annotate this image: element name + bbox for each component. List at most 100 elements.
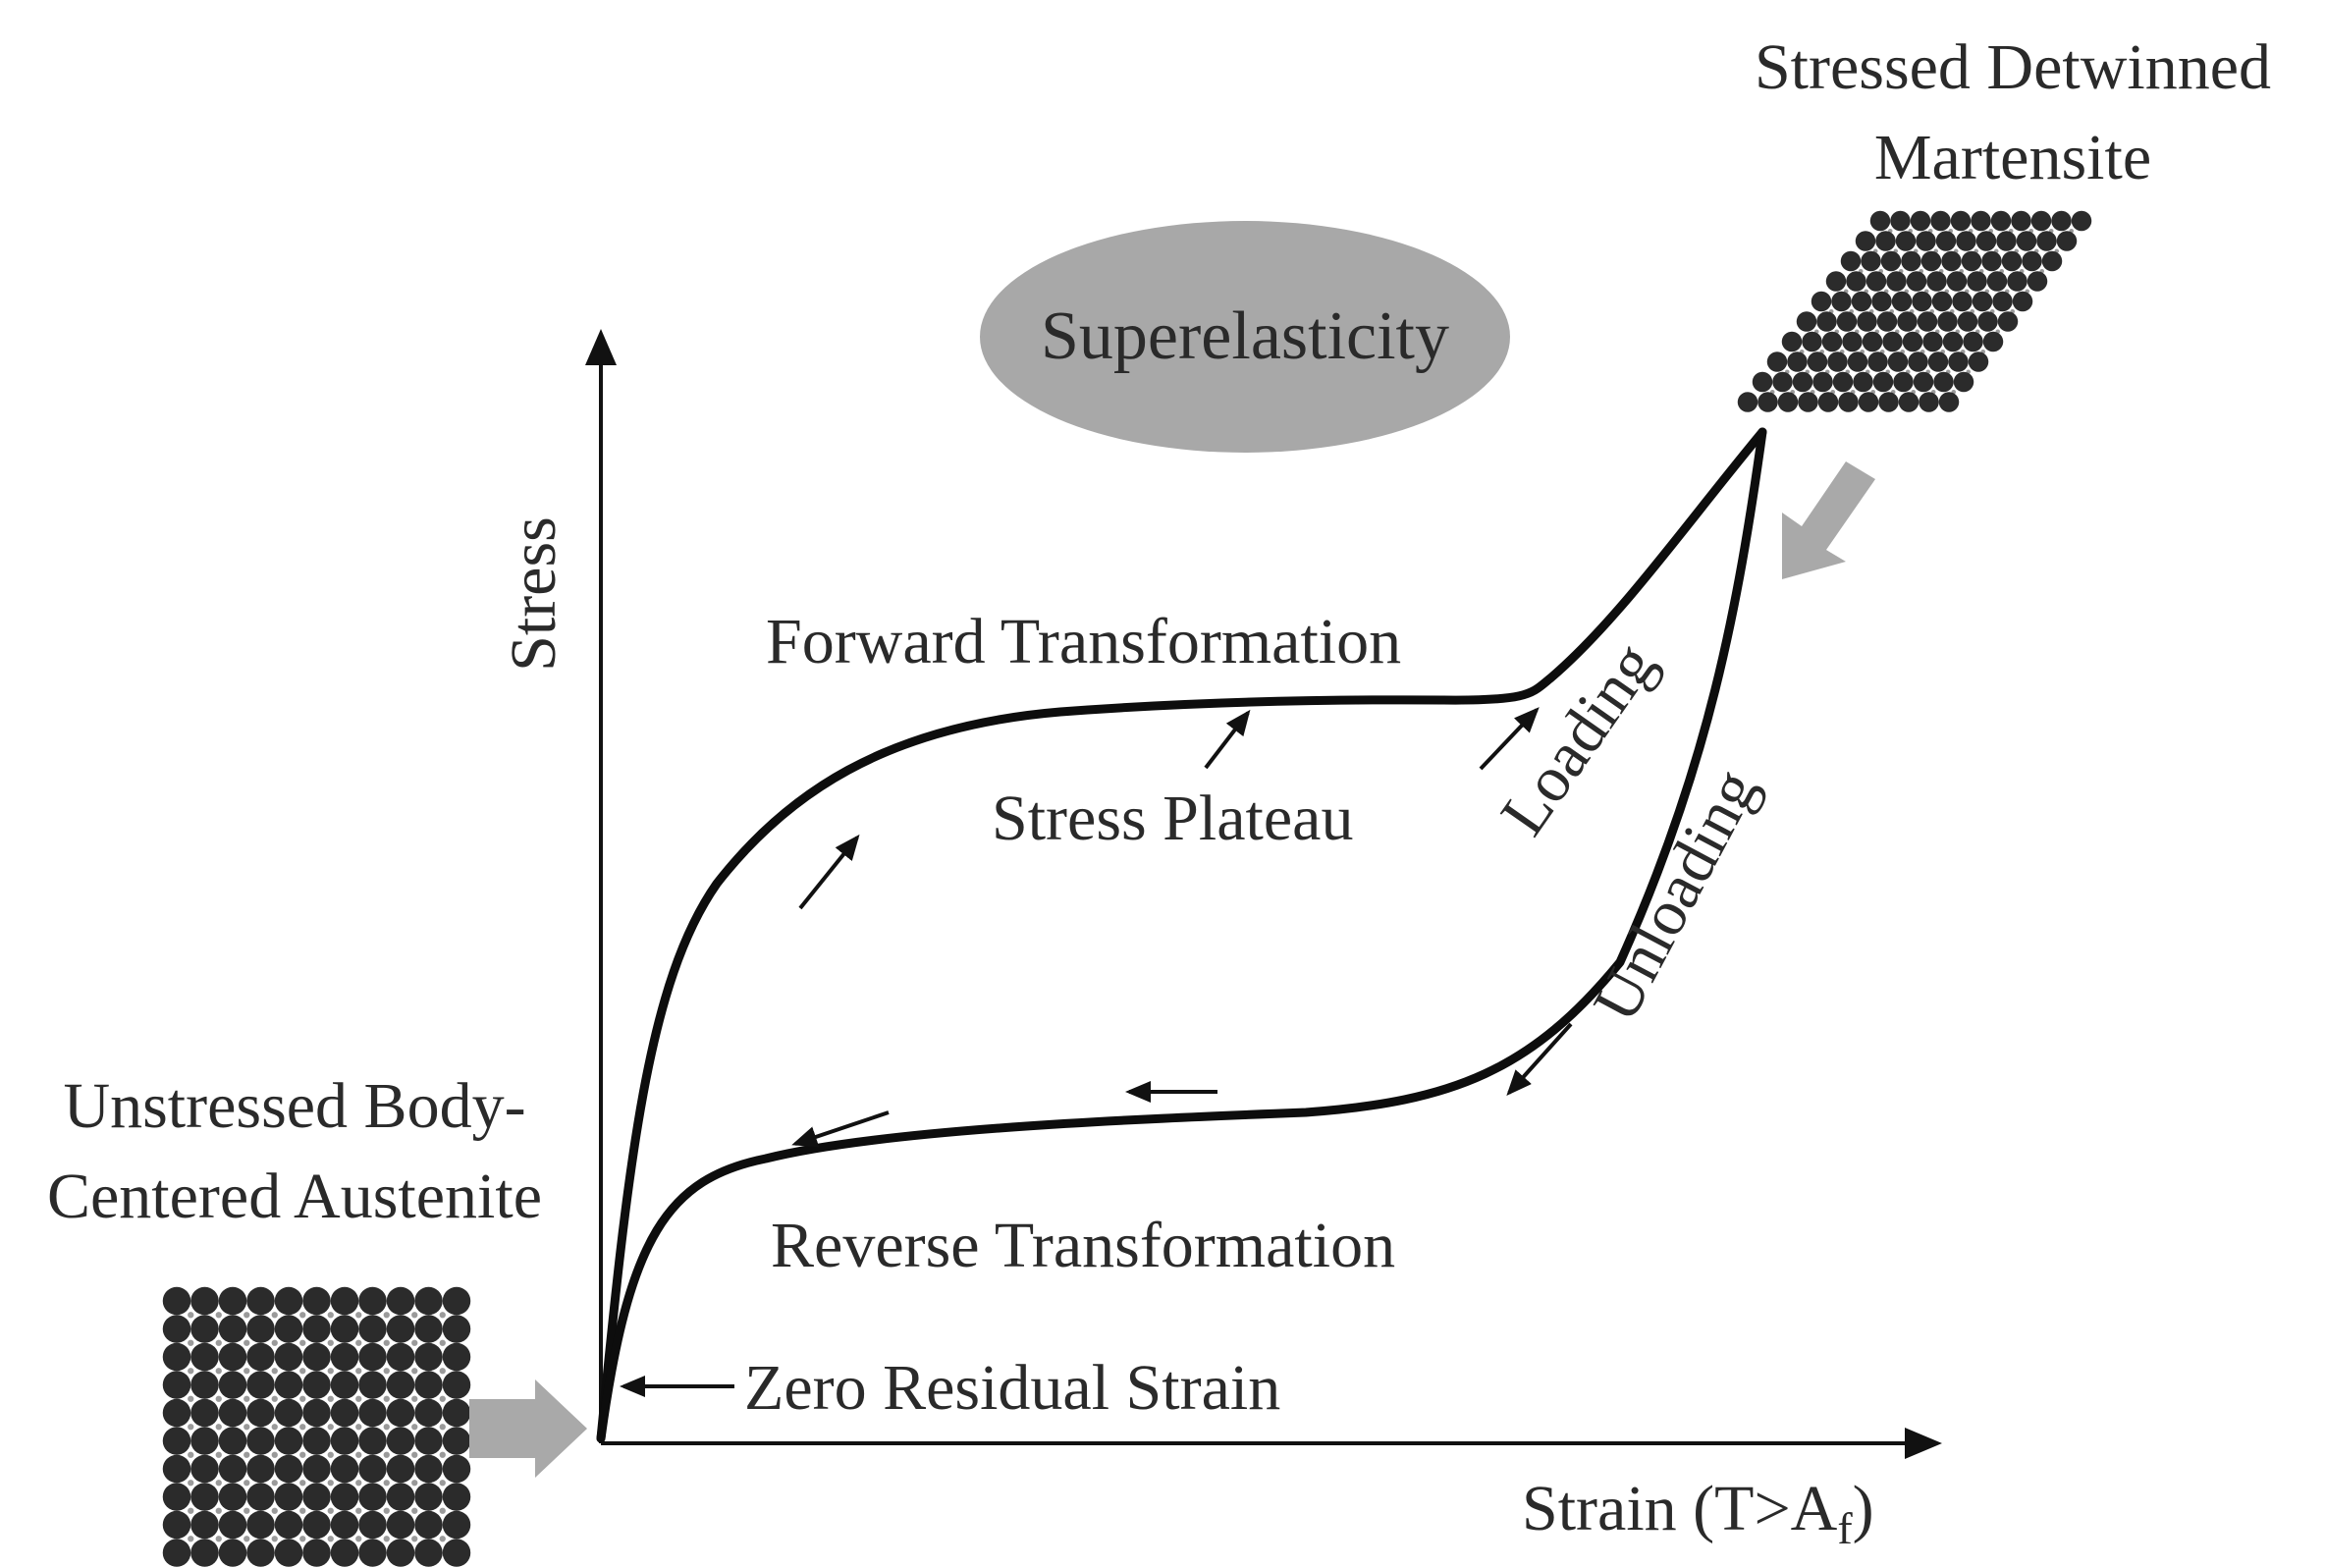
atom <box>302 1286 331 1316</box>
atom <box>2022 250 2042 272</box>
atom <box>274 1427 303 1455</box>
atom <box>302 1427 331 1455</box>
square-atom-lattice-icon <box>162 1286 471 1567</box>
atom <box>2051 210 2072 232</box>
atom <box>386 1454 415 1484</box>
atom <box>1942 331 1964 352</box>
atom <box>442 1286 471 1316</box>
atom <box>1846 271 1866 292</box>
atom <box>162 1427 191 1455</box>
atom <box>1853 371 1873 393</box>
atom <box>190 1427 219 1455</box>
atom <box>1802 331 1822 352</box>
atom <box>330 1398 359 1428</box>
atom <box>190 1539 219 1567</box>
atom <box>190 1483 219 1511</box>
atom <box>1935 231 1957 251</box>
atom <box>1898 392 1919 412</box>
atom <box>1840 250 1862 272</box>
atom <box>1886 271 1907 292</box>
atom <box>246 1315 275 1343</box>
interstitial-dot <box>411 1312 418 1319</box>
atom <box>2036 231 2057 251</box>
atom <box>1796 311 1817 332</box>
reverse-lower-direction-arrow-icon <box>791 1110 890 1148</box>
atom <box>246 1454 275 1484</box>
interstitial-dot <box>383 1536 390 1542</box>
atom <box>1752 371 1773 393</box>
atom <box>246 1539 275 1567</box>
atom <box>1832 371 1854 393</box>
atom <box>442 1342 471 1372</box>
atom <box>1766 351 1788 372</box>
atom <box>1967 271 1987 292</box>
interstitial-dot <box>299 1368 306 1375</box>
interstitial-dot <box>215 1395 222 1402</box>
atom <box>1772 371 1793 393</box>
interstitial-dot <box>215 1536 222 1542</box>
austenite-label-line1: Unstressed Body- <box>63 1070 525 1142</box>
atom <box>1836 311 1858 332</box>
atom <box>1950 210 1972 232</box>
atom <box>1882 331 1903 352</box>
atom <box>330 1510 359 1540</box>
atom <box>386 1539 415 1567</box>
atom <box>1941 250 1962 272</box>
interstitial-dot <box>355 1339 362 1346</box>
martensite-label-line2: Martensite <box>1874 122 2151 193</box>
atom <box>1895 231 1917 251</box>
interstitial-dot <box>243 1507 250 1514</box>
atom <box>162 1483 191 1511</box>
atom <box>2001 250 2023 272</box>
atom <box>330 1286 359 1316</box>
loading-label: Loading <box>1487 630 1669 848</box>
atom <box>1890 210 1911 232</box>
unloading-label: Unloading <box>1580 758 1771 1033</box>
hysteresis-loop <box>596 427 1767 1443</box>
atom <box>246 1510 275 1540</box>
interstitial-dot <box>411 1424 418 1431</box>
atom <box>386 1342 415 1372</box>
atom <box>330 1483 359 1511</box>
atom <box>1878 392 1899 412</box>
atom <box>1891 291 1913 312</box>
atom <box>1977 311 1998 332</box>
atom <box>1982 331 2004 352</box>
interstitial-dot <box>327 1536 334 1542</box>
interstitial-dot <box>411 1368 418 1375</box>
loading-direction-arrow-icon <box>798 834 860 910</box>
interstitial-dot <box>327 1395 334 1402</box>
sheared-atom-lattice-icon <box>1737 210 2092 412</box>
atom <box>414 1454 443 1484</box>
atom <box>218 1342 247 1372</box>
atom <box>330 1315 359 1343</box>
interstitial-dot <box>411 1480 418 1487</box>
interstitial-dot <box>271 1339 278 1346</box>
interstitial-dot <box>271 1312 278 1319</box>
atom <box>442 1510 471 1540</box>
atom <box>1933 371 1954 393</box>
curve-annotations: Forward Transformation Stress Plateau Lo… <box>744 606 1771 1424</box>
atom <box>274 1483 303 1511</box>
atom <box>218 1398 247 1428</box>
atom <box>218 1454 247 1484</box>
interstitial-dot <box>188 1368 194 1375</box>
interstitial-dot <box>383 1339 390 1346</box>
atom <box>1838 392 1859 412</box>
atom <box>1952 291 1973 312</box>
interstitial-dot <box>355 1312 362 1319</box>
interstitial-dot <box>299 1339 306 1346</box>
interstitial-dot <box>188 1507 194 1514</box>
atom <box>2027 271 2048 292</box>
atom <box>1792 371 1813 393</box>
atom <box>246 1398 275 1428</box>
atom <box>1975 231 1997 251</box>
interstitial-dot <box>299 1395 306 1402</box>
atom <box>1893 371 1914 393</box>
atom <box>1937 311 1958 332</box>
atom <box>358 1427 387 1455</box>
atom <box>358 1342 387 1372</box>
atom <box>246 1371 275 1399</box>
atom <box>414 1427 443 1455</box>
interstitial-dot <box>383 1312 390 1319</box>
